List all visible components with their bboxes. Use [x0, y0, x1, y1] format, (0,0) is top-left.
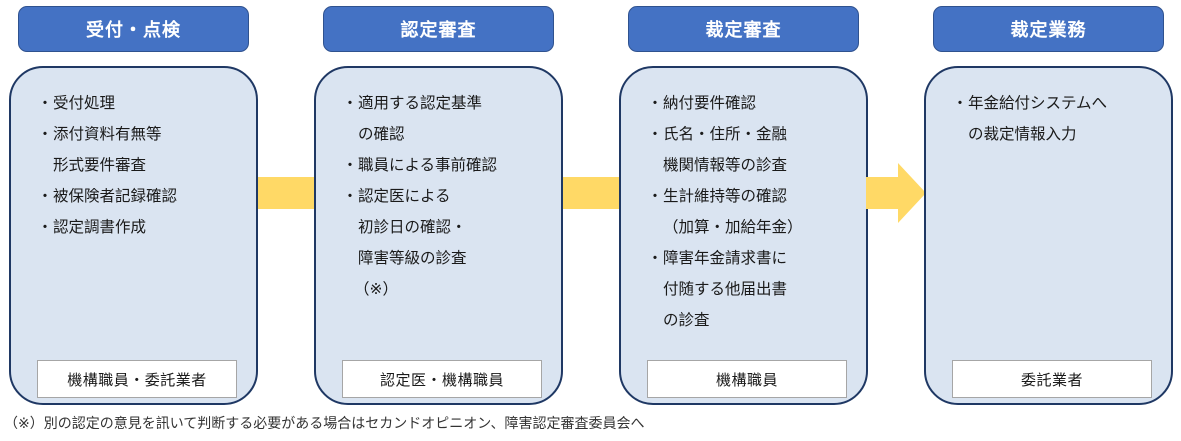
stage-3-task-list: ・ 納付要件確認 ・ 氏名・住所・金融 機関情報等の診査 ・ 生計維持等の確認 … [647, 88, 856, 336]
task-note: （※） [342, 274, 551, 305]
bullet-marker: ・ [37, 94, 53, 112]
task-item: ・ 年金給付システムへ の裁定情報入力 [952, 88, 1161, 150]
task-item: ・ 認定医による 初診日の確認・ 障害等級の診査 [342, 181, 551, 274]
task-item: ・ 適用する認定基準 の確認 [342, 88, 551, 150]
stage-3-header: 裁定審査 [628, 6, 859, 52]
task-item: ・ 受付処理 [37, 88, 246, 119]
stage-2-card: ・ 適用する認定基準 の確認 ・ 職員による事前確認 ・ 認定医による 初診日の… [314, 66, 563, 405]
task-item: ・ 生計維持等の確認 （加算・加給年金） [647, 181, 856, 243]
stage-3-role-label: 機構職員 [647, 360, 847, 398]
footnote: （※）別の認定の意見を訊いて判断する必要がある場合はセカンドオピニオン、障害認定… [4, 416, 645, 432]
task-text: 職員による事前確認 [358, 156, 498, 174]
stage-4-task-list: ・ 年金給付システムへ の裁定情報入力 [952, 88, 1161, 150]
task-text: 被保険者記録確認 [53, 187, 178, 205]
stage-3-card: ・ 納付要件確認 ・ 氏名・住所・金融 機関情報等の診査 ・ 生計維持等の確認 … [619, 66, 868, 405]
stage-1-role-label: 機構職員・委託業者 [37, 360, 237, 398]
task-text: 障害年金請求書に 付随する他届出書 の診査 [663, 249, 788, 329]
stage-1-header: 受付・点検 [18, 6, 249, 52]
flow-connector-2 [563, 177, 620, 209]
bullet-marker: ・ [342, 94, 358, 112]
task-item: ・ 認定調書作成 [37, 212, 246, 243]
note-reference-mark: （※） [354, 280, 398, 298]
stage-2-role-label: 認定医・機構職員 [342, 360, 542, 398]
stage-2-task-list: ・ 適用する認定基準 の確認 ・ 職員による事前確認 ・ 認定医による 初診日の… [342, 88, 551, 305]
task-item: ・ 被保険者記録確認 [37, 181, 246, 212]
task-text: 添付資料有無等 形式要件審査 [53, 125, 162, 174]
task-text: 納付要件確認 [663, 94, 757, 112]
stage-1-card: ・ 受付処理 ・ 添付資料有無等 形式要件審査 ・ 被保険者記録確認 ・ 認定調… [9, 66, 258, 405]
task-text: 認定調書作成 [53, 218, 147, 236]
bullet-marker: ・ [647, 249, 663, 267]
task-text: 氏名・住所・金融 機関情報等の診査 [663, 125, 788, 174]
task-item: ・ 納付要件確認 [647, 88, 856, 119]
flow-arrow-shape [866, 163, 926, 223]
task-item: ・ 添付資料有無等 形式要件審査 [37, 119, 246, 181]
flow-connector-1 [258, 177, 315, 209]
bullet-marker: ・ [342, 187, 358, 205]
stage-4-header: 裁定業務 [933, 6, 1164, 52]
stage-1-task-list: ・ 受付処理 ・ 添付資料有無等 形式要件審査 ・ 被保険者記録確認 ・ 認定調… [37, 88, 246, 243]
bullet-marker: ・ [37, 125, 53, 143]
task-text: 適用する認定基準 の確認 [358, 94, 483, 143]
bullet-marker: ・ [952, 94, 968, 112]
bullet-marker: ・ [37, 218, 53, 236]
stage-4-card: ・ 年金給付システムへ の裁定情報入力 [924, 66, 1173, 405]
bullet-marker: ・ [342, 156, 358, 174]
task-item: ・ 障害年金請求書に 付随する他届出書 の診査 [647, 243, 856, 336]
flow-arrow-right-icon [866, 163, 926, 223]
task-text: 受付処理 [53, 94, 116, 112]
bullet-marker: ・ [647, 125, 663, 143]
task-text: 生計維持等の確認 （加算・加給年金） [663, 187, 803, 236]
bullet-marker: ・ [647, 187, 663, 205]
task-text: 認定医による 初診日の確認・ 障害等級の診査 [358, 187, 467, 267]
stage-4-role-label: 委託業者 [952, 360, 1152, 398]
stage-2-header: 認定審査 [323, 6, 554, 52]
task-item: ・ 氏名・住所・金融 機関情報等の診査 [647, 119, 856, 181]
task-item: ・ 職員による事前確認 [342, 150, 551, 181]
bullet-marker: ・ [37, 187, 53, 205]
task-text: 年金給付システムへ の裁定情報入力 [968, 94, 1108, 143]
bullet-marker: ・ [647, 94, 663, 112]
